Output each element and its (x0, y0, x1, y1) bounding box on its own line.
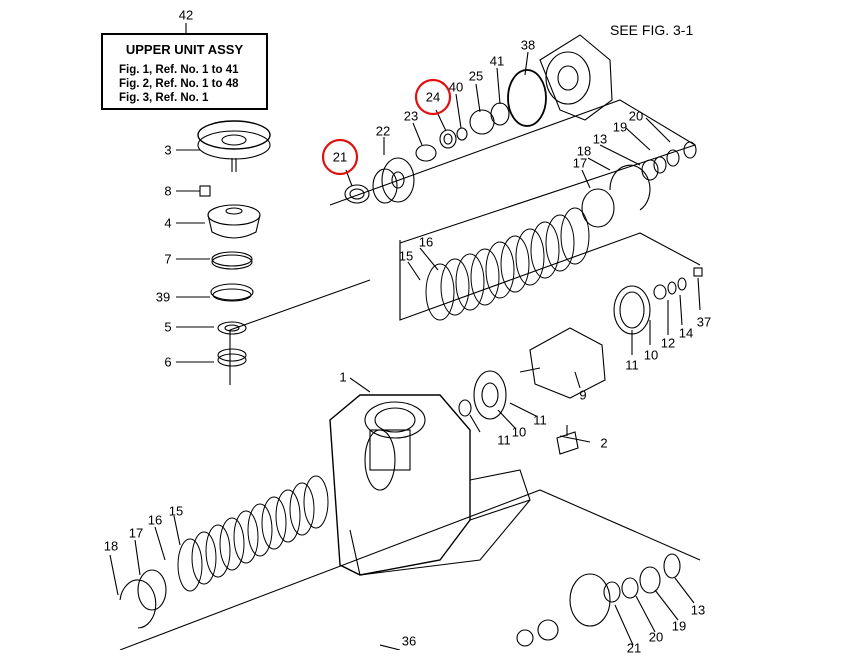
highlight-circle-21 (321, 138, 359, 176)
callout-10-right: 10 (643, 347, 659, 363)
legend-box: UPPER UNIT ASSY Fig. 1, Ref. No. 1 to 41… (101, 33, 268, 110)
callout-37: 37 (696, 314, 712, 330)
callout-5: 5 (164, 319, 172, 335)
callout-1: 1 (339, 369, 347, 385)
callout-12: 12 (660, 335, 676, 351)
callout-11-right: 11 (625, 357, 639, 373)
callout-2: 2 (600, 435, 608, 451)
callout-23: 23 (403, 108, 419, 124)
callout-9: 9 (579, 387, 587, 403)
callout-21-lower: 21 (626, 640, 642, 656)
callout-38: 38 (520, 37, 536, 53)
callout-22: 22 (375, 123, 391, 139)
callout-7: 7 (164, 251, 172, 267)
callout-41: 41 (489, 53, 505, 69)
callout-19-upper: 19 (612, 119, 628, 135)
highlight-circles (321, 78, 452, 176)
callout-36: 36 (401, 633, 417, 649)
callout-3: 3 (164, 142, 172, 158)
callout-11-left: 11 (497, 432, 511, 448)
callout-13-lower: 13 (690, 602, 706, 618)
legend-line-2: Fig. 2, Ref. No. 1 to 48 (119, 78, 239, 90)
legend-line-3: Fig. 3, Ref. No. 1 (119, 92, 209, 104)
callout-20-lower: 20 (648, 629, 664, 645)
legend-line-1: Fig. 1, Ref. No. 1 to 41 (119, 64, 239, 76)
callout-11-mid: 11 (533, 412, 547, 428)
callout-16-upper: 16 (418, 234, 434, 250)
callout-18-upper: 18 (576, 143, 592, 159)
callout-40: 40 (448, 79, 464, 95)
highlight-circle-24 (414, 78, 452, 116)
callout-8: 8 (164, 183, 172, 199)
callout-6: 6 (164, 354, 172, 370)
see-fig-reference: SEE FIG. 3-1 (610, 22, 694, 38)
callout-16-lower: 16 (147, 512, 163, 528)
callout-20-upper: 20 (628, 108, 644, 124)
callout-25: 25 (468, 68, 484, 84)
callout-18-lower: 18 (103, 538, 119, 554)
callout-13-upper: 13 (592, 131, 608, 147)
callout-14: 14 (678, 325, 694, 341)
legend-title: UPPER UNIT ASSY (125, 42, 244, 57)
callout-17-upper: 17 (572, 155, 588, 171)
callout-15-upper: 15 (398, 248, 414, 264)
callout-19-lower: 19 (671, 618, 687, 634)
callout-39: 39 (155, 289, 171, 305)
callout-24: 24 (425, 89, 441, 105)
callout-17-lower: 17 (128, 525, 144, 541)
callout-15-lower: 15 (168, 503, 184, 519)
callout-4: 4 (164, 215, 172, 231)
callout-21: 21 (332, 149, 348, 165)
callout-42: 42 (178, 7, 194, 23)
callout-10-mid: 10 (511, 424, 527, 440)
